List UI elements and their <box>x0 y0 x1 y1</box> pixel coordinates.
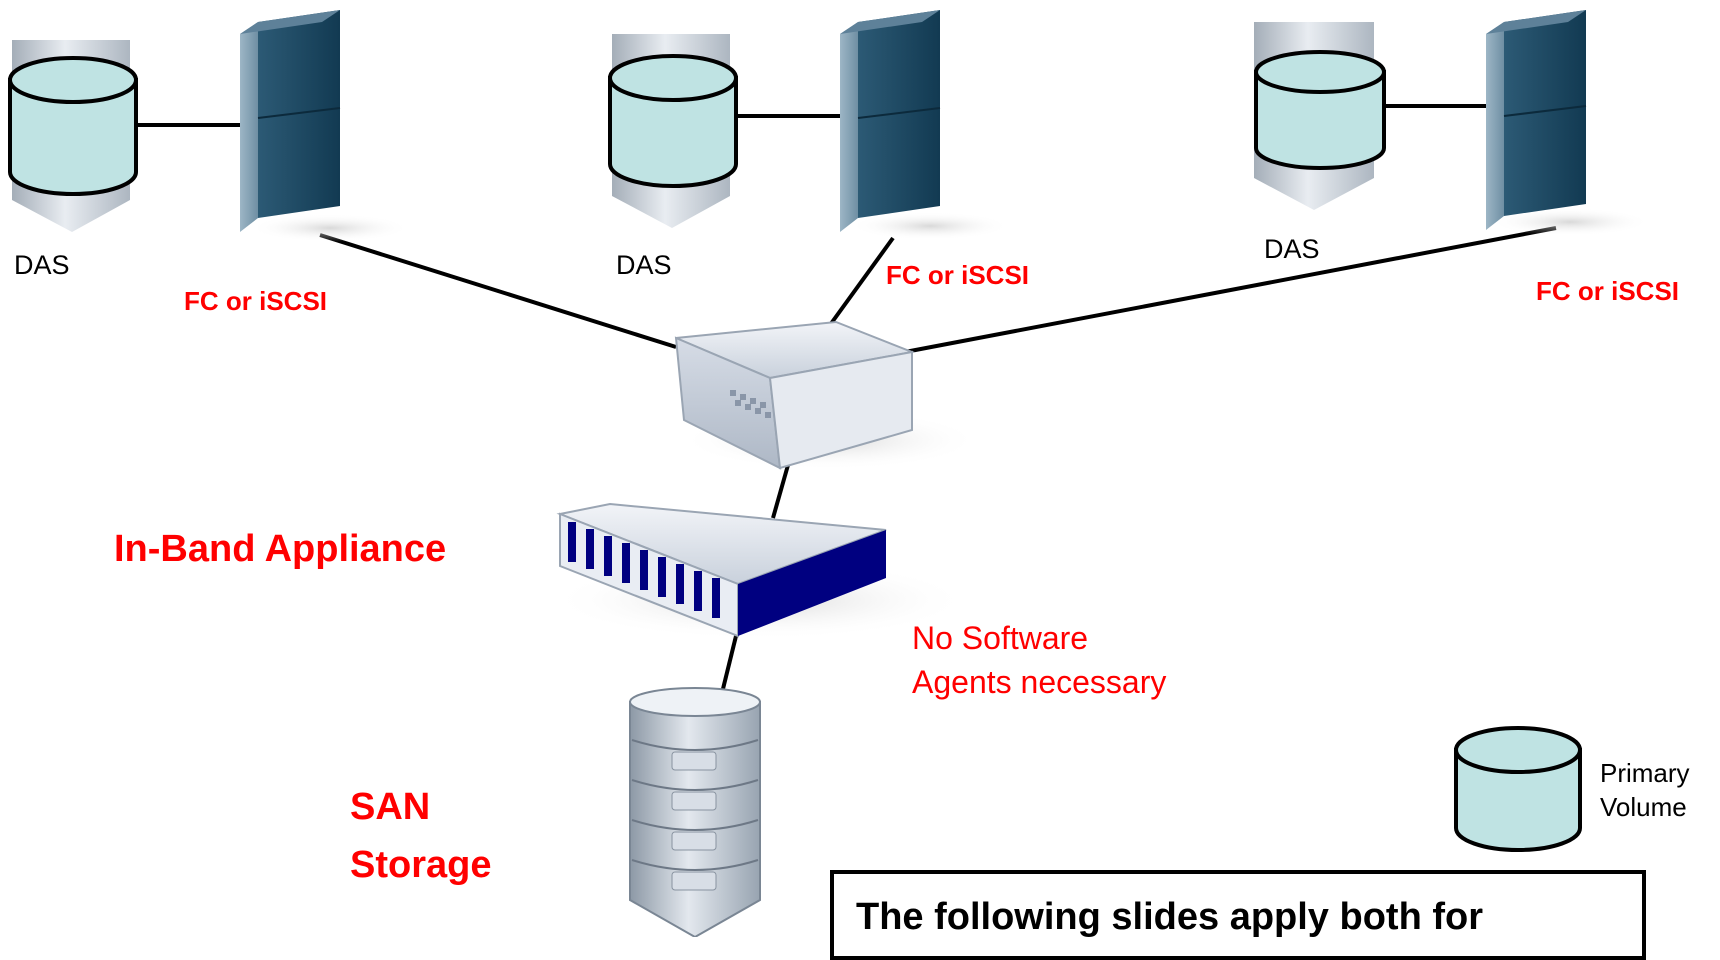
note-line-1: No Software <box>912 620 1089 656</box>
no-software-agents-note: No Software Agents necessary <box>912 616 1166 704</box>
legend-primary-volume-cylinder-icon <box>1454 726 1582 852</box>
primary-volume-cylinder-icon <box>608 54 738 188</box>
san-storage-label: SAN Storage <box>350 778 491 894</box>
das-label-2: DAS <box>616 250 672 280</box>
server-tower-icon <box>240 10 410 242</box>
fc-iscsi-label-3: FC or iSCSI <box>1536 276 1680 306</box>
legend-line-1: Primary <box>1600 758 1690 788</box>
san-topology-diagram <box>8 10 1650 937</box>
das-storage-unit-2 <box>608 34 738 228</box>
link-appliance-storage <box>719 635 738 698</box>
san-label-line-2: Storage <box>350 844 492 886</box>
primary-volume-cylinder-icon <box>1254 50 1386 170</box>
san-storage-array-icon <box>629 687 761 937</box>
legend-label: Primary Volume <box>1600 756 1690 824</box>
network-switch-icon <box>674 320 980 470</box>
link-server2-switch <box>828 236 895 327</box>
das-label-3: DAS <box>1264 234 1320 264</box>
note-line-2: Agents necessary <box>912 664 1167 700</box>
link-server3-switch <box>904 226 1557 354</box>
connection-lines <box>136 104 1557 698</box>
link-server1-switch <box>319 233 677 349</box>
fc-iscsi-label-1: FC or iSCSI <box>184 286 328 316</box>
san-label-line-1: SAN <box>350 786 431 828</box>
das-label-1: DAS <box>14 250 70 280</box>
notice-box: The following slides apply both for <box>830 870 1646 960</box>
in-band-appliance-label: In-Band Appliance <box>114 528 447 570</box>
primary-volume-cylinder-icon <box>8 56 138 196</box>
server-tower-icon <box>1486 10 1650 236</box>
das-storage-unit-3 <box>1254 22 1386 210</box>
legend-line-2: Volume <box>1600 792 1687 822</box>
in-band-appliance-icon <box>550 502 970 640</box>
notice-text: The following slides apply both for <box>856 896 1483 938</box>
das-storage-unit-1 <box>8 40 138 232</box>
server-tower-icon <box>840 10 1010 240</box>
fc-iscsi-label-2: FC or iSCSI <box>886 260 1030 290</box>
